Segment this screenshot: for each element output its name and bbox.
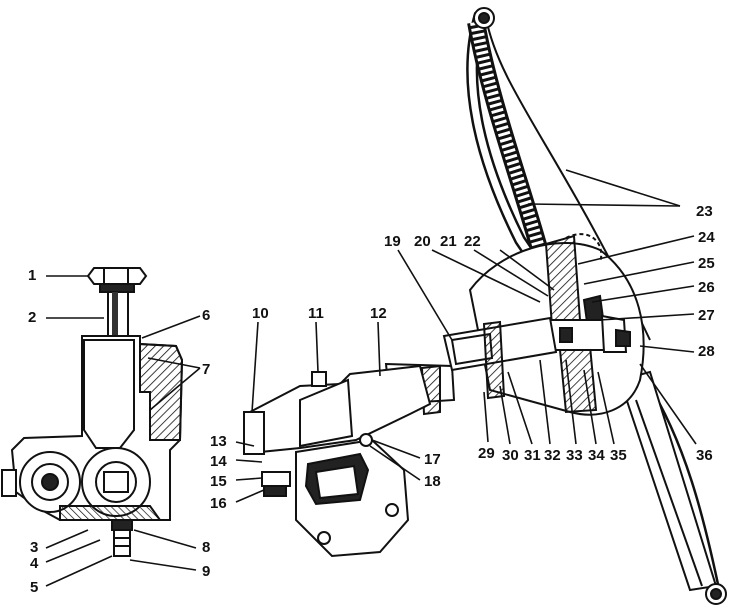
callout-2: 2 [28, 309, 37, 326]
callout-29: 29 [478, 445, 495, 462]
callout-17: 17 [424, 451, 441, 468]
callout-16: 16 [210, 495, 227, 512]
callout-27: 27 [698, 307, 715, 324]
steering-column-wheel-view [442, 7, 727, 605]
callout-13: 13 [210, 433, 227, 450]
callout-25: 25 [698, 255, 715, 272]
leader-lines [45, 169, 697, 587]
callout-21: 21 [440, 233, 457, 250]
callout-3: 3 [30, 539, 39, 556]
callout-26: 26 [698, 279, 715, 296]
callout-5: 5 [30, 579, 39, 596]
callout-31: 31 [524, 447, 541, 464]
callout-1: 1 [28, 267, 37, 284]
callout-9: 9 [202, 563, 211, 580]
gear-housing-view [243, 362, 456, 558]
callout-10: 10 [252, 305, 269, 322]
callout-15: 15 [210, 473, 227, 490]
callout-30: 30 [502, 447, 519, 464]
callout-28: 28 [698, 343, 715, 360]
callout-24: 24 [698, 229, 715, 246]
callout-22: 22 [464, 233, 481, 250]
callout-32: 32 [544, 447, 561, 464]
callout-20: 20 [414, 233, 431, 250]
callout-8: 8 [202, 539, 211, 556]
callout-18: 18 [424, 473, 441, 490]
callout-19: 19 [384, 233, 401, 250]
callout-11: 11 [308, 305, 324, 322]
callout-14: 14 [210, 453, 227, 470]
callout-6: 6 [202, 307, 211, 324]
callout-35: 35 [610, 447, 627, 464]
callout-4: 4 [30, 555, 39, 572]
callout-7: 7 [202, 361, 211, 378]
gear-section-view [1, 267, 184, 557]
callout-34: 34 [588, 447, 605, 464]
callout-12: 12 [370, 305, 387, 322]
callout-23: 23 [696, 203, 713, 220]
callout-33: 33 [566, 447, 583, 464]
callout-36: 36 [696, 447, 713, 464]
